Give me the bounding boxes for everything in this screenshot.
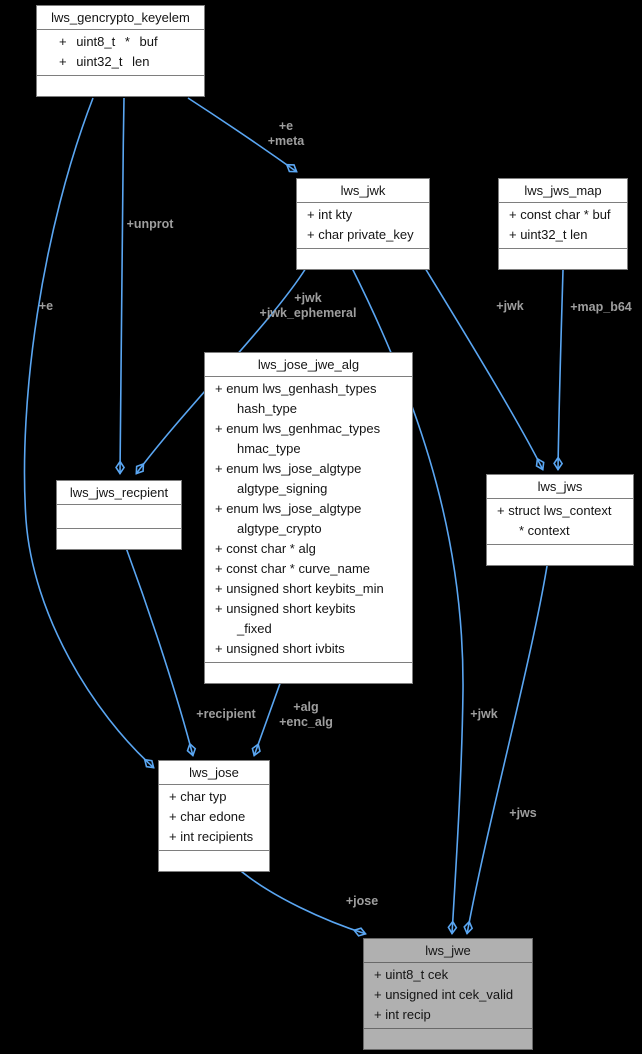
edge-label: +jws <box>509 806 536 821</box>
class-title-lws_jose_jwe_alg: lws_jose_jwe_alg <box>257 357 360 372</box>
edge-label: +jwk+jwk_ephemeral <box>260 291 357 321</box>
class-footer-lws_jws_recpient <box>57 528 181 549</box>
edge-label: +map_b64 <box>570 300 632 315</box>
edge-label-line: +jwk <box>294 291 322 305</box>
edge-label-line: +e <box>38 299 54 313</box>
edge-label-line: +alg <box>293 700 319 714</box>
class-attribute: + int recipients <box>169 829 254 844</box>
class-lws_jws[interactable]: lws_jws + struct lws_context * context <box>486 474 634 566</box>
class-attribute: + int kty <box>307 207 353 222</box>
class-attribute: + uint32_t len <box>59 54 150 69</box>
class-lws_jws_recpient[interactable]: lws_jws_recpient <box>56 480 182 550</box>
edge-label: +e <box>39 299 53 314</box>
class-title-lws_jws_recpient: lws_jws_recpient <box>69 485 169 500</box>
edge-label: +e+meta <box>268 119 304 149</box>
edge-label-line: +e <box>278 119 294 133</box>
class-attributes-lws_jose: + char typ + char edone + int recipients <box>159 784 269 850</box>
class-attribute: + const char * curve_name <box>215 561 370 576</box>
edge-map-to-jws <box>553 269 564 471</box>
edge-label-line: +jose <box>345 894 379 908</box>
edge-keyelem-to-recpient <box>115 97 126 475</box>
edge-jwealg-to-jose <box>251 677 283 757</box>
edge-label: +jwk <box>496 299 523 314</box>
edge-keyelem-to-jose <box>23 97 155 769</box>
class-attributes-lws_gencrypto_keyelem: + uint8_t * buf + uint32_t len <box>37 29 204 75</box>
class-footer-lws_jwe <box>364 1028 532 1049</box>
class-attribute: + enum lws_jose_algtype algtype_crypto <box>215 501 362 536</box>
edge-label: +unprot <box>127 217 174 232</box>
edge-label-line: +recipient <box>196 707 256 721</box>
class-attribute: + const char * buf <box>509 207 611 222</box>
class-footer-lws_jws_map <box>499 248 627 269</box>
class-attribute: + enum lws_genhash_types hash_type <box>215 381 377 416</box>
class-attribute: + char private_key <box>307 227 414 242</box>
class-attribute: + char edone <box>169 809 246 824</box>
class-attributes-lws_jose_jwe_alg: + enum lws_genhash_types hash_type + enum… <box>205 376 412 662</box>
edge-jws-to-jwe <box>463 559 549 935</box>
class-attributes-lws_jwk: + int kty + char private_key <box>297 202 429 248</box>
edge-label-line: +meta <box>267 134 305 148</box>
edge-label: +jose <box>346 894 378 909</box>
class-attribute: + struct lws_context * context <box>497 503 612 538</box>
edge-label-line: +jws <box>509 806 537 820</box>
class-title-lws_jwk: lws_jwk <box>340 183 386 198</box>
class-lws_jws_map[interactable]: lws_jws_map + const char * buf + uint32_t … <box>498 178 628 270</box>
class-title-lws_jws_map: lws_jws_map <box>524 183 602 198</box>
class-attribute: + uint8_t cek <box>374 967 449 982</box>
class-footer-lws_gencrypto_keyelem <box>37 75 204 96</box>
class-title-lws_jose: lws_jose <box>189 765 239 780</box>
class-footer-lws_jws <box>487 544 633 565</box>
class-attributes-lws_jwe: + uint8_t cek + unsigned int cek_valid + i… <box>364 962 532 1028</box>
class-lws_jwk[interactable]: lws_jwk + int kty + char private_key <box>296 178 430 270</box>
class-title-lws_gencrypto_keyelem: lws_gencrypto_keyelem <box>51 10 190 25</box>
class-attributes-lws_jws_map: + const char * buf + uint32_t len <box>499 202 627 248</box>
edge-jwk-to-jws <box>424 267 545 471</box>
edge-label-line: +jwk <box>470 707 498 721</box>
class-attribute: + char typ <box>169 789 227 804</box>
class-attribute: + const char * alg <box>215 541 316 556</box>
class-attribute: + enum lws_jose_algtype algtype_signing <box>215 461 362 496</box>
class-lws_gencrypto_keyelem[interactable]: lws_gencrypto_keyelem+ uint8_t * buf+ ui… <box>36 5 205 97</box>
edge-label-line: +enc_alg <box>279 715 333 729</box>
class-attribute: + unsigned int cek_valid <box>374 987 514 1002</box>
edge-keyelem-to-jwk <box>187 97 298 173</box>
class-lws_jose_jwe_alg[interactable]: lws_jose_jwe_alg + enum lws_genhash_types… <box>204 352 413 684</box>
class-attributes-lws_jws: + struct lws_context * context <box>487 498 633 544</box>
edge-label-line: +jwk_ephemeral <box>259 306 357 320</box>
edge-recpient-to-jose <box>124 544 197 757</box>
class-attribute: + int recip <box>374 1007 431 1022</box>
class-title-lws_jwe: lws_jwe <box>425 943 471 958</box>
class-attribute: + uint8_t * buf <box>59 34 158 49</box>
edge-jose-to-jwe <box>234 865 367 937</box>
class-title-lws_jws: lws_jws <box>537 479 583 494</box>
class-attributes-lws_jws_recpient <box>57 504 181 528</box>
class-lws_jose[interactable]: lws_jose + char typ + char edone + int reci… <box>158 760 270 872</box>
class-footer-lws_jwk <box>297 248 429 269</box>
edge-label: +recipient <box>196 707 255 722</box>
edge-label: +alg+enc_alg <box>279 700 333 730</box>
class-attribute: + unsigned short keybits _fixed <box>215 601 356 636</box>
class-attribute: + unsigned short ivbits <box>215 641 345 656</box>
class-attribute: + uint32_t len <box>509 227 588 242</box>
class-footer-lws_jose <box>159 850 269 871</box>
class-lws_jwe[interactable]: lws_jwe + uint8_t cek + unsigned int cek_v… <box>363 938 533 1050</box>
edge-label-line: +map_b64 <box>570 300 632 314</box>
edge-label: +jwk <box>470 707 497 722</box>
edge-label-line: +unprot <box>126 217 174 231</box>
class-attribute: + enum lws_genhmac_types hmac_type <box>215 421 381 456</box>
class-attribute: + unsigned short keybits_min <box>215 581 384 596</box>
edge-label-line: +jwk <box>496 299 524 313</box>
class-footer-lws_jose_jwe_alg <box>205 662 412 683</box>
